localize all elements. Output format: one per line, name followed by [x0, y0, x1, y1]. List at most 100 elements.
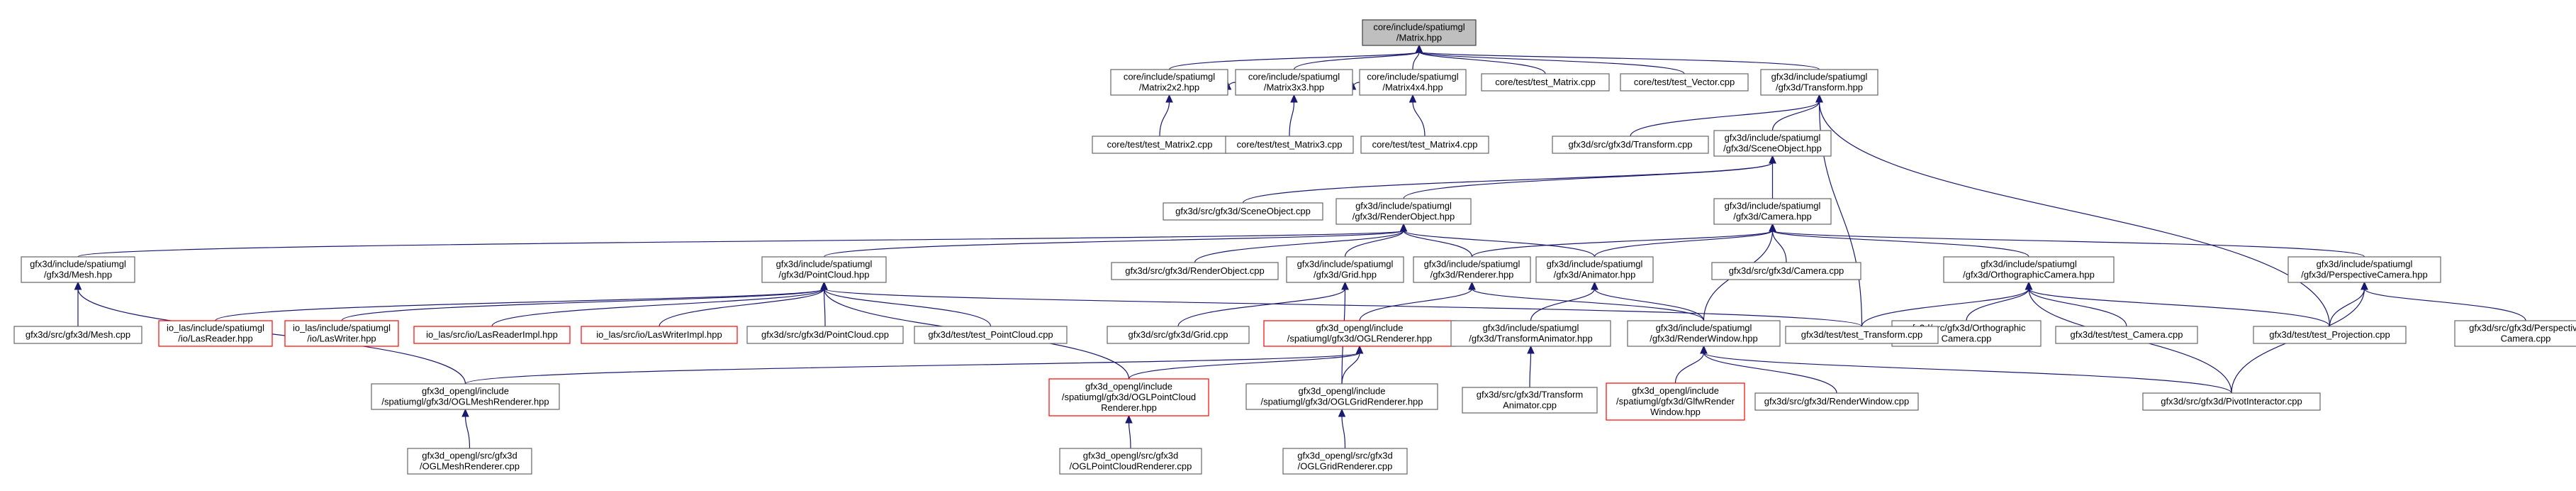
node-matrix-hpp[interactable]: core/include/spatiumgl/Matrix.hpp [1362, 19, 1477, 46]
node-label-line: gfx3d/include/spatiumgl [1656, 323, 1752, 333]
node-test-matrix4[interactable]: core/test/test_Matrix4.cpp [1360, 136, 1489, 154]
node-transform-hpp[interactable]: gfx3d/include/spatiumgl/gfx3d/Transform.… [1760, 69, 1878, 96]
node-label-line: gfx3d/test/test_Camera.cpp [2071, 329, 2183, 340]
node-box [413, 326, 571, 344]
node-oglpcrenderer-cpp[interactable]: gfx3d_opengl/src/gfx3d/OGLPointCloudRend… [1059, 448, 1202, 475]
node-box [2142, 392, 2321, 411]
node-box [1107, 326, 1250, 344]
node-pointcloud-cpp[interactable]: gfx3d/src/gfx3d/PointCloud.cpp [746, 326, 904, 344]
node-renderer-hpp[interactable]: gfx3d/include/spatiumgl/gfx3d/Renderer.h… [1413, 256, 1531, 283]
dependency-edge [491, 281, 828, 327]
node-perspcam-hpp[interactable]: gfx3d/include/spatiumgl/gfx3d/Perspectiv… [2287, 256, 2441, 283]
node-laswriterimpl-hpp[interactable]: io_las/src/io/LasWriterImpl.hpp [581, 326, 738, 344]
node-test-camera[interactable]: gfx3d/test/test_Camera.cpp [2055, 326, 2198, 344]
node-label-line: /gfx3d/RenderWindow.hpp [1650, 333, 1757, 344]
node-label-line: /gfx3d/TransformAnimator.hpp [1469, 333, 1592, 344]
node-oglmeshrenderer-cpp[interactable]: gfx3d_opengl/src/gfx3d/OGLMeshRenderer.c… [407, 448, 532, 475]
edge-line [1341, 415, 1346, 449]
node-label-line: Camera.cpp [2501, 333, 2551, 344]
node-label-line: core/include/spatiumgl [1373, 22, 1465, 33]
node-perspcam-cpp[interactable]: gfx3d/src/gfx3d/PerspectiveCamera.cpp [2454, 320, 2576, 347]
node-label-line: io_las/src/io/LasReaderImpl.hpp [426, 329, 558, 340]
node-box [1059, 448, 1202, 475]
edge-arrowhead [1125, 414, 1133, 424]
node-orthocam-hpp[interactable]: gfx3d/include/spatiumgl/gfx3d/Orthograph… [1943, 256, 2115, 283]
node-label-line: /gfx3d/Grid.hpp [1314, 270, 1377, 280]
node-box [1335, 198, 1472, 225]
node-camera-hpp[interactable]: gfx3d/include/spatiumgl/gfx3d/Camera.hpp [1713, 198, 1832, 225]
edge-line [1128, 352, 1360, 380]
node-transformanim-hpp[interactable]: gfx3d/include/spatiumgl/gfx3d/TransformA… [1450, 320, 1611, 347]
node-camera-cpp[interactable]: gfx3d/src/gfx3d/Camera.cpp [1711, 262, 1861, 280]
node-renderobject-hpp[interactable]: gfx3d/include/spatiumgl/gfx3d/RenderObje… [1335, 198, 1472, 225]
node-pointcloud-hpp[interactable]: gfx3d/include/spatiumgl/gfx3d/PointCloud… [761, 256, 887, 283]
node-box [1713, 130, 1832, 157]
node-label-line: gfx3d/include/spatiumgl [1424, 259, 1521, 270]
node-label-line: gfx3d/src/gfx3d/SceneObject.cpp [1175, 206, 1311, 216]
dependency-edge [341, 281, 828, 321]
node-test-vector[interactable]: core/test/test_Vector.cpp [1620, 73, 1749, 92]
node-label-line: gfx3d_opengl/include [1632, 385, 1719, 396]
edge-line [1177, 288, 1346, 327]
node-label-line: gfx3d/src/gfx3d/PivotInteractor.cpp [2161, 396, 2302, 407]
node-laswriter-hpp[interactable]: io_las/include/spatiumgl/io/LasWriter.hp… [284, 320, 399, 347]
node-sceneobject-hpp[interactable]: gfx3d/include/spatiumgl/gfx3d/SceneObjec… [1713, 130, 1832, 157]
node-grid-hpp[interactable]: gfx3d/include/spatiumgl/gfx3d/Grid.hpp [1286, 256, 1404, 283]
node-sceneobject-cpp[interactable]: gfx3d/src/gfx3d/SceneObject.cpp [1163, 202, 1323, 221]
node-grid-cpp[interactable]: gfx3d/src/gfx3d/Grid.cpp [1107, 326, 1250, 344]
node-oglrenderer-hpp[interactable]: gfx3d_opengl/include/spatiumgl/gfx3d/OGL… [1263, 320, 1456, 347]
node-pivotinteractor-cpp[interactable]: gfx3d/src/gfx3d/PivotInteractor.cpp [2142, 392, 2321, 411]
node-box [581, 326, 738, 344]
dependency-edge [1359, 281, 1476, 321]
edge-line [1293, 51, 1420, 70]
node-box [1111, 262, 1279, 280]
dependency-edge [820, 281, 1863, 327]
node-label-line: gfx3d/src/gfx3d/Grid.cpp [1129, 329, 1228, 340]
node-test-matrix[interactable]: core/test/test_Matrix.cpp [1481, 73, 1610, 92]
node-animator-hpp[interactable]: gfx3d/include/spatiumgl/gfx3d/Animator.h… [1535, 256, 1654, 283]
node-matrix2x2[interactable]: core/include/spatiumgl/Matrix2x2.hpp [1110, 69, 1228, 96]
node-renderobject-cpp[interactable]: gfx3d/src/gfx3d/RenderObject.cpp [1111, 262, 1279, 280]
node-label-line: gfx3d_opengl/include [1299, 386, 1386, 397]
node-oglgridrenderer-cpp[interactable]: gfx3d_opengl/src/gfx3d/OGLGridRenderer.c… [1282, 448, 1408, 475]
node-mesh-cpp[interactable]: gfx3d/src/gfx3d/Mesh.cpp [13, 326, 142, 344]
node-oglmeshrenderer-hpp[interactable]: gfx3d_opengl/include/spatiumgl/gfx3d/OGL… [371, 383, 560, 410]
node-test-matrix3[interactable]: core/test/test_Matrix3.cpp [1225, 136, 1354, 154]
node-mesh-hpp[interactable]: gfx3d/include/spatiumgl/gfx3d/Mesh.hpp [21, 256, 135, 283]
node-renderwindow-hpp[interactable]: gfx3d/include/spatiumgl/gfx3d/RenderWind… [1627, 320, 1781, 347]
node-box [1286, 256, 1404, 283]
node-oglgridrenderer-hpp[interactable]: gfx3d_opengl/include/spatiumgl/gfx3d/OGL… [1245, 383, 1438, 410]
node-test-matrix2[interactable]: core/test/test_Matrix2.cpp [1092, 136, 1228, 154]
edge-line [823, 288, 826, 327]
edge-line [215, 288, 825, 321]
edge-arrowhead [1468, 281, 1476, 290]
node-box [1620, 73, 1749, 92]
node-test-transform[interactable]: gfx3d/test/test_Transform.cpp [1785, 326, 1939, 344]
node-lasreader-hpp[interactable]: io_las/include/spatiumgl/io/LasReader.hp… [158, 320, 273, 347]
node-glfwrenderwindow-hpp[interactable]: gfx3d_opengl/include/spatiumgl/gfx3d/Glf… [1606, 382, 1745, 421]
node-matrix4x4[interactable]: core/include/spatiumgl/Matrix4x4.hpp [1359, 69, 1467, 96]
node-renderwindow-cpp[interactable]: gfx3d/src/gfx3d/RenderWindow.cpp [1754, 392, 1919, 411]
edge-line [2363, 288, 2526, 321]
node-matrix3x3[interactable]: core/include/spatiumgl/Matrix3x3.hpp [1235, 69, 1353, 96]
node-test-projection[interactable]: gfx3d/test/test_Projection.cpp [2253, 326, 2407, 344]
node-oglpcrenderer-hpp[interactable]: gfx3d_opengl/include/spatiumgl/gfx3d/OGL… [1048, 378, 1209, 416]
edge-line [1630, 101, 1820, 137]
node-box [371, 383, 560, 410]
node-transform-cpp[interactable]: gfx3d/src/gfx3d/Transform.cpp [1552, 136, 1709, 154]
edge-line [77, 230, 1404, 258]
node-box [2055, 326, 2198, 344]
node-label-line: /OGLMeshRenderer.cpp [420, 461, 520, 472]
edge-arrowhead [1815, 94, 1823, 103]
node-lasreaderimpl-hpp[interactable]: io_las/src/io/LasReaderImpl.hpp [413, 326, 571, 344]
edge-line [1289, 101, 1295, 137]
dependency-edge [1399, 223, 1596, 258]
edge-line [1168, 51, 1420, 70]
node-transformanim-cpp[interactable]: gfx3d/src/gfx3d/TransformAnimator.cpp [1462, 387, 1598, 414]
dependency-edge [1527, 345, 1535, 388]
node-test-pointcloud[interactable]: gfx3d/test/test_PointCloud.cpp [914, 326, 1068, 344]
node-box [1462, 387, 1598, 414]
node-label-line: io_las/src/io/LasWriterImpl.hpp [596, 329, 722, 340]
node-label-line: /OGLGridRenderer.cpp [1298, 461, 1393, 472]
edge-arrowhead [74, 281, 82, 290]
